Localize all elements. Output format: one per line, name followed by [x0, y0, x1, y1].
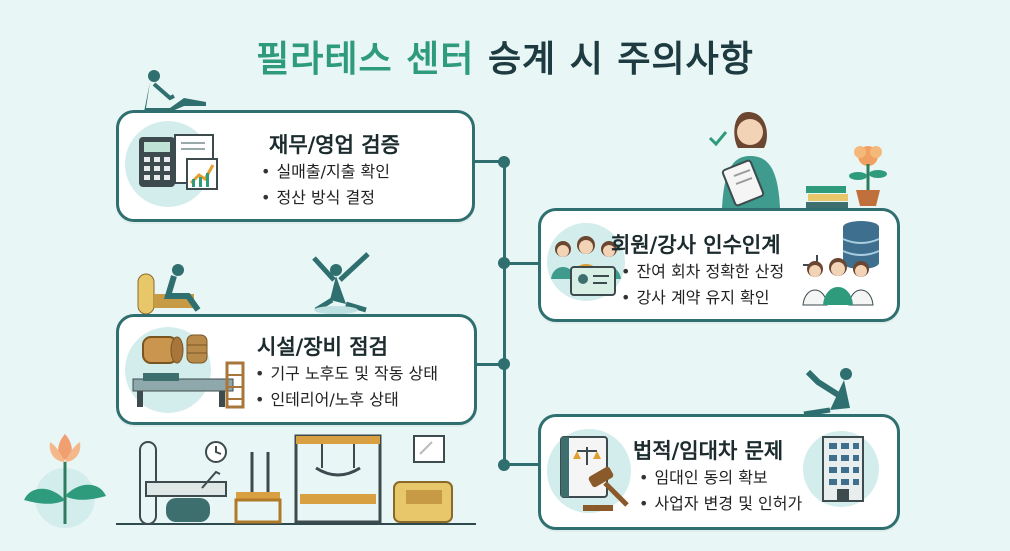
- list-item: 정산 방식 결정: [261, 185, 390, 211]
- list-item: 잔여 회차 정확한 산정: [621, 259, 784, 285]
- card-legal-title: 법적/임대차 문제: [633, 439, 784, 463]
- flower-icon: [849, 146, 887, 206]
- connector-members: [505, 262, 539, 265]
- card-facility-title: 시설/장비 점검: [257, 335, 388, 359]
- card-finance-title: 재무/영업 검증: [269, 133, 400, 157]
- calculator-icon: [139, 137, 175, 187]
- connector-vertical: [503, 160, 506, 465]
- yoga-silhouette-icon: [312, 252, 370, 314]
- woman-clipboard-icon: [708, 112, 780, 208]
- card-facility: 시설/장비 점검 기구 노후도 및 작동 상태 인테리어/노후 상태: [116, 314, 477, 425]
- list-item: 기구 노후도 및 작동 상태: [255, 361, 438, 387]
- document-chart-icon: [174, 134, 218, 190]
- building-icon: [822, 436, 864, 502]
- card-facility-list: 기구 노후도 및 작동 상태 인테리어/노후 상태: [255, 361, 438, 413]
- connector-facility: [472, 363, 506, 366]
- card-members-title: 회원/강사 인수인계: [611, 233, 781, 257]
- equipment-icon: [142, 334, 208, 364]
- list-item: 인테리어/노후 상태: [255, 387, 438, 413]
- pilates-silhouette-icon: [144, 70, 206, 112]
- card-legal: 법적/임대차 문제 임대인 동의 확보 사업자 변경 및 인허가: [538, 414, 900, 530]
- books-icon: [806, 186, 848, 209]
- title-part1: 필라테스 센터: [256, 39, 475, 80]
- list-item: 실매출/지출 확인: [261, 159, 390, 185]
- pilates-chair-silhouette-icon: [137, 264, 201, 315]
- title-part2: 승계 시 주의사항: [487, 39, 754, 80]
- card-finance-list: 실매출/지출 확인 정산 방식 결정: [261, 159, 390, 211]
- card-legal-list: 임대인 동의 확보 사업자 변경 및 인허가: [639, 465, 802, 517]
- connector-dot: [498, 459, 510, 471]
- id-card-icon: [570, 266, 616, 296]
- connector-finance: [472, 160, 506, 163]
- card-finance: 재무/영업 검증 실매출/지출 확인 정산 방식 결정: [116, 110, 475, 222]
- card-members: 회원/강사 인수인계 잔여 회차 정확한 산정 강사 계약 유지 확인: [538, 208, 900, 322]
- card-members-list: 잔여 회차 정확한 산정 강사 계약 유지 확인: [621, 259, 784, 311]
- connector-dot: [498, 358, 510, 370]
- flower-icon: [24, 434, 106, 528]
- list-item: 강사 계약 유지 확인: [621, 285, 784, 311]
- connector-dot: [498, 257, 510, 269]
- connector-legal: [505, 463, 539, 466]
- studio-equipment-icon: [116, 434, 476, 525]
- page-title: 필라테스 센터 승계 시 주의사항: [0, 30, 1010, 82]
- list-item: 임대인 동의 확보: [639, 465, 802, 491]
- connector-dot: [498, 156, 510, 168]
- staff-icon: [802, 255, 874, 306]
- database-icon: [842, 221, 880, 269]
- gavel-icon: [583, 466, 629, 511]
- pilates-silhouette-icon: [803, 368, 852, 417]
- reformer-icon: [132, 361, 245, 409]
- list-item: 사업자 변경 및 인허가: [639, 491, 802, 517]
